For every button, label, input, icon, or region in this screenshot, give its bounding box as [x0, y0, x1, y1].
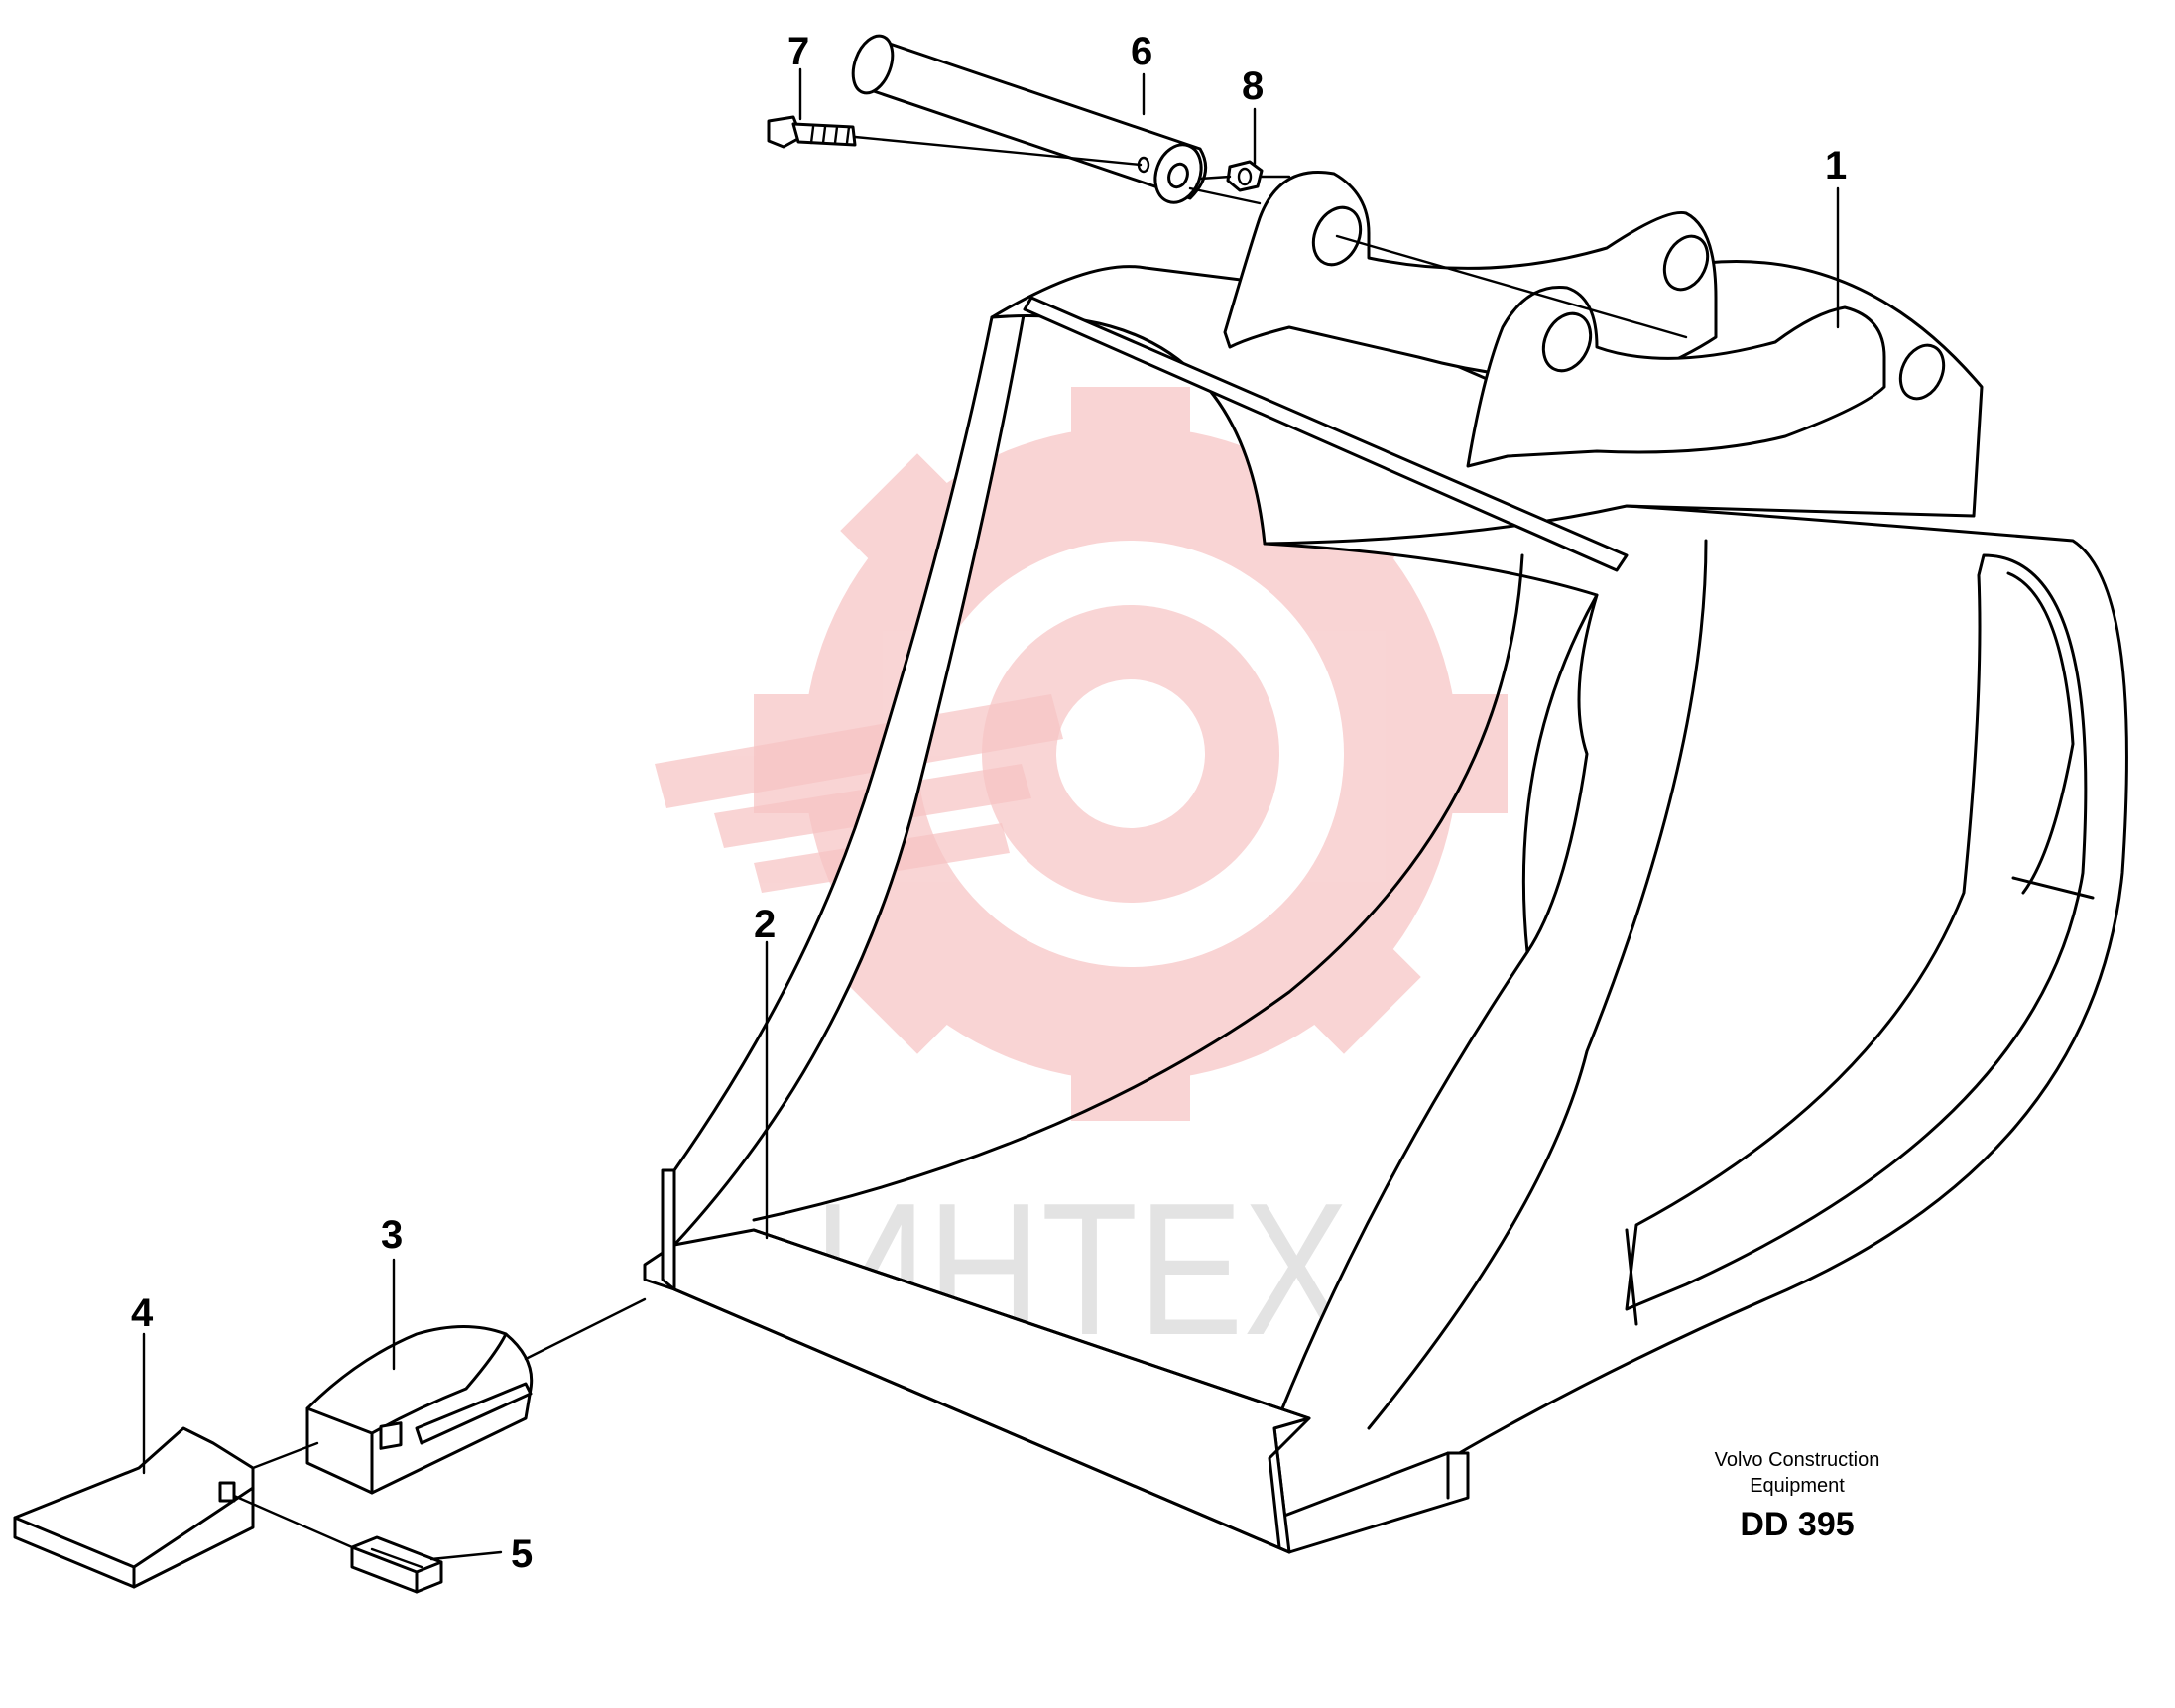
callout-5: 5	[511, 1532, 533, 1576]
leader-lines	[142, 67, 1840, 1561]
callout-3: 3	[381, 1213, 403, 1257]
locking-pin-part	[350, 1535, 443, 1594]
callout-2: 2	[754, 903, 776, 946]
callout-7: 7	[787, 30, 809, 73]
tooth-part	[13, 1426, 354, 1589]
adapter-part	[305, 1297, 647, 1495]
pin-part	[851, 34, 1262, 205]
nut-part	[1198, 160, 1291, 192]
bolt-part	[767, 115, 1143, 167]
callout-labels: 1 2 3 4 5 6 7 8	[131, 30, 1847, 1576]
caption-line-1: Volvo Construction	[1715, 1449, 1880, 1471]
diagram-caption: Volvo Construction Equipment DD 395	[1715, 1449, 1880, 1543]
callout-6: 6	[1131, 30, 1152, 73]
callout-4: 4	[131, 1291, 154, 1335]
bucket-body	[643, 171, 2128, 1554]
callout-8: 8	[1242, 64, 1264, 108]
caption-line-2: Equipment	[1750, 1475, 1845, 1497]
watermark-gear-logo	[655, 387, 1508, 1121]
diagram-code: DD 395	[1740, 1506, 1854, 1543]
callout-1: 1	[1825, 144, 1847, 187]
